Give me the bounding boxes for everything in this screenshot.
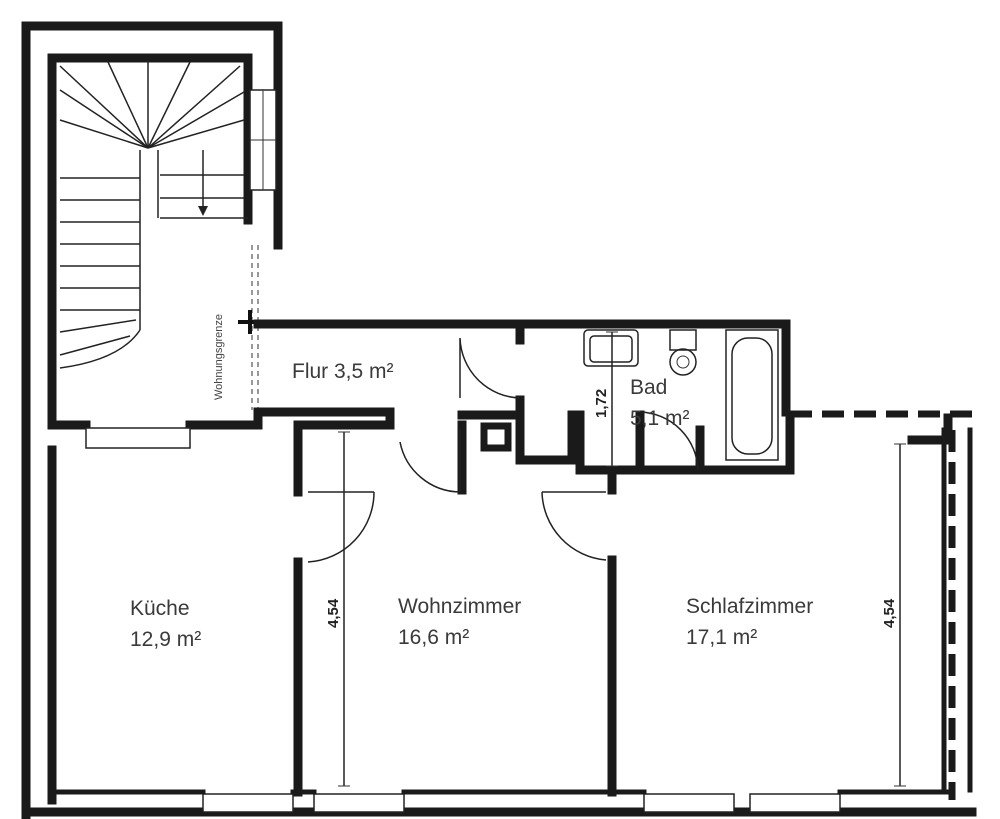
dimension-label-schlafzimmer: 4,54: [881, 598, 898, 628]
room-area-schlafzimmer: 17,1 m²: [686, 626, 757, 649]
room-area-wohnzimmer: 16,6 m²: [398, 626, 469, 649]
room-name-kueche: Küche: [130, 597, 190, 620]
dimension-lines: [338, 331, 906, 787]
room-area-kueche: 12,9 m²: [130, 628, 201, 651]
interior-walls: [293, 319, 953, 797]
apartment-walls: [21, 319, 977, 817]
dimension-label-bad: 1,72: [593, 389, 610, 418]
doors: [307, 337, 699, 563]
room-area-bad: 5,1 m²: [630, 407, 690, 430]
room-name-wohnzimmer: Wohnzimmer: [398, 595, 521, 618]
dimension-label-wohnzimmer: 4,54: [325, 598, 342, 628]
bathroom-fixtures: [583, 329, 779, 461]
room-name-schlafzimmer: Schlafzimmer: [686, 595, 813, 618]
stair-steps: [59, 60, 248, 369]
boundary-label: Wohnungsgrenze: [213, 314, 225, 400]
room-label-flur: Flur 3,5 m²: [292, 360, 394, 383]
room-name-bad: Bad: [630, 376, 667, 399]
